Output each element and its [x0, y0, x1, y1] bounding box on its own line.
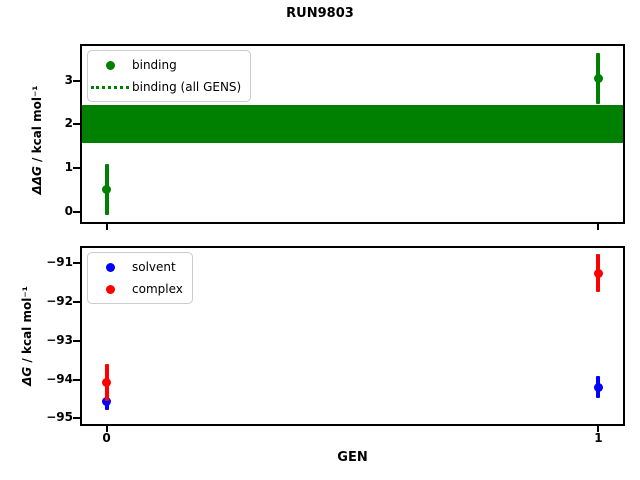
y-axis-label-ddg-math: ΔΔG: [30, 166, 44, 195]
legend-marker-cell: [88, 262, 132, 272]
y-tick-label: 2: [64, 116, 73, 131]
legend-dotted-line-icon: [91, 85, 129, 89]
y-axis-label-ddg-units: / kcal mol⁻¹: [30, 85, 44, 167]
y-axis-label-dg: ΔG / kcal mol⁻¹: [20, 286, 34, 386]
y-axis-label-dg-units: / kcal mol⁻¹: [20, 286, 34, 367]
axes-binding: 0 1 2 3 binding binding (all GENS): [65, 44, 625, 230]
legend-item: binding: [88, 54, 241, 76]
y-axis-label-dg-math: ΔG: [20, 366, 34, 386]
y-tick-label: −95: [46, 410, 73, 425]
point-solvent: [593, 382, 603, 392]
y-tick: [73, 378, 80, 381]
legend: binding binding (all GENS): [87, 50, 252, 102]
x-tick: [105, 224, 108, 230]
y-tick-label: 0: [64, 203, 73, 218]
point-complex: [102, 378, 112, 388]
y-tick: [73, 210, 80, 213]
x-tick: [597, 426, 600, 432]
y-tick: [73, 301, 80, 304]
y-tick: [73, 262, 80, 265]
axes-free-energy: −91 −92 −93 −94 −95 0 1 solvent complex: [46, 246, 625, 445]
y-tick: [73, 339, 80, 342]
point-solvent: [102, 396, 112, 406]
y-tick-label: 3: [64, 72, 73, 87]
point-complex: [593, 268, 603, 278]
legend-dot-icon: [105, 60, 115, 70]
legend-label: solvent: [132, 260, 176, 274]
legend-marker-cell: [88, 85, 132, 89]
y-tick: [73, 417, 80, 420]
x-axis-label: GEN: [337, 450, 368, 465]
legend-item: complex: [88, 278, 183, 300]
legend-dot-icon: [105, 284, 115, 294]
legend-label: complex: [132, 282, 183, 296]
x-tick: [597, 224, 600, 230]
legend-label: binding (all GENS): [132, 80, 242, 94]
x-tick-label: 1: [594, 431, 603, 445]
y-tick-label: 1: [64, 159, 73, 174]
point-binding: [593, 74, 603, 84]
y-tick: [73, 79, 80, 82]
legend-marker-cell: [88, 60, 132, 70]
legend-item: binding (all GENS): [88, 76, 241, 98]
y-tick-label: −94: [46, 371, 73, 386]
y-axis-label-ddg: ΔΔG / kcal mol⁻¹: [30, 85, 44, 194]
legend-dot-icon: [105, 262, 115, 272]
confidence-band-binding-all-gens-: [82, 104, 623, 144]
x-tick: [105, 426, 108, 432]
legend-label: binding: [132, 58, 177, 72]
y-tick-label: −93: [46, 332, 73, 347]
point-binding: [102, 185, 112, 195]
legend: solvent complex: [87, 252, 193, 304]
legend-item: solvent: [88, 256, 183, 278]
x-tick-label: 0: [102, 431, 111, 445]
figure-title: RUN9803: [286, 6, 354, 21]
y-tick-label: −91: [46, 255, 73, 270]
y-tick-label: −92: [46, 294, 73, 309]
legend-marker-cell: [88, 284, 132, 294]
y-tick: [73, 166, 80, 169]
y-tick: [73, 123, 80, 126]
